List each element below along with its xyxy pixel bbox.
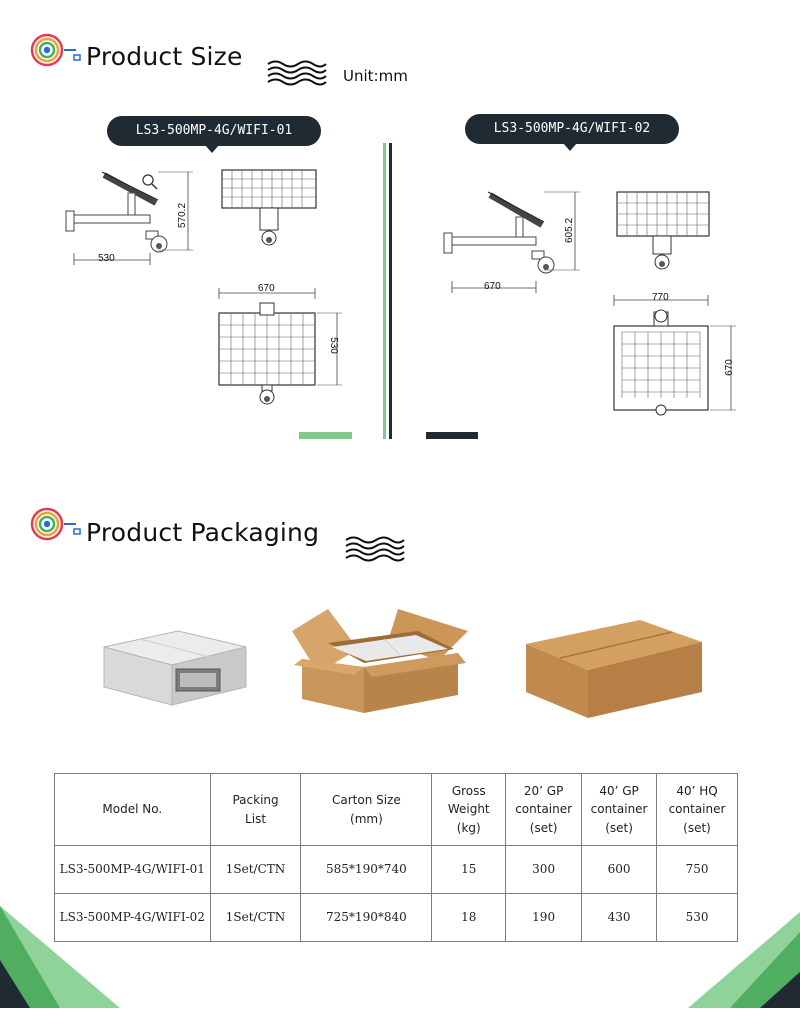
accent-bar-green — [299, 432, 352, 439]
model-label-01-pointer — [205, 145, 219, 153]
model-01-front-view-drawing — [212, 285, 352, 420]
cell-20gp: 190 — [505, 893, 583, 942]
model-01-top-view-drawing — [220, 168, 320, 263]
model-01-side-height: 570.2 — [177, 202, 189, 229]
cell-packing: 1Set/CTN — [209, 893, 302, 942]
cell-model: LS3-500MP-4G/WIFI-02 — [54, 893, 211, 942]
cell-packing: 1Set/CTN — [209, 845, 302, 894]
packaging-spec-table: Model No. Packing List Carton Size (mm) … — [54, 773, 738, 942]
corner-decoration-right — [680, 912, 800, 1013]
model-02-front-view-drawing — [608, 292, 748, 427]
header-20gp: 20’ GP container (set) — [505, 773, 583, 846]
wave-decoration-icon — [344, 536, 406, 567]
model-01-side-view-drawing — [58, 165, 208, 280]
wave-decoration-icon — [266, 60, 328, 91]
unit-label: Unit:mm — [343, 67, 408, 85]
model-02-side-length: 670 — [484, 281, 501, 292]
foam-packaging-image — [100, 625, 250, 715]
model-02-front-height: 670 — [723, 359, 735, 376]
model-01-front-height: 530 — [327, 337, 339, 354]
cell-40gp: 430 — [581, 893, 658, 942]
cell-model: LS3-500MP-4G/WIFI-01 — [54, 845, 211, 894]
cell-carton: 585*190*740 — [300, 845, 433, 894]
header-40gp: 40’ GP container (set) — [581, 773, 658, 846]
header-gross-weight: Gross Weight (kg) — [431, 773, 507, 846]
corner-decoration-left — [0, 900, 140, 1013]
cell-20gp: 300 — [505, 845, 583, 894]
center-divider-green — [383, 143, 386, 439]
cell-carton: 725*190*840 — [300, 893, 433, 942]
cell-40hq: 530 — [656, 893, 738, 942]
model-02-side-height: 605.2 — [564, 217, 576, 244]
section-title-size: Product Size — [86, 42, 243, 71]
header-model-no: Model No. — [54, 773, 211, 846]
header-packing-list: Packing List — [209, 773, 302, 846]
table-header-row: Model No. Packing List Carton Size (mm) … — [54, 773, 738, 846]
cell-40gp: 600 — [581, 845, 658, 894]
model-label-01: LS3-500MP-4G/WIFI-01 — [107, 116, 321, 146]
model-02-front-width: 770 — [652, 292, 669, 303]
accent-bar-dark — [426, 432, 478, 439]
logo-icon — [28, 507, 84, 545]
closed-carton-image — [522, 612, 707, 727]
model-02-side-view-drawing — [438, 185, 588, 300]
model-02-top-view-drawing — [615, 190, 715, 285]
cell-weight: 15 — [431, 845, 507, 894]
logo-icon — [28, 33, 84, 71]
table-row: LS3-500MP-4G/WIFI-01 1Set/CTN 585*190*74… — [54, 845, 738, 894]
model-label-02: LS3-500MP-4G/WIFI-02 — [465, 114, 679, 144]
header-carton-size: Carton Size (mm) — [300, 773, 433, 846]
open-carton-image — [288, 603, 473, 723]
model-01-side-length: 530 — [98, 253, 115, 264]
center-divider-dark — [389, 143, 392, 439]
cell-weight: 18 — [431, 893, 507, 942]
model-label-02-pointer — [563, 143, 577, 151]
header-40hq: 40’ HQ container (set) — [656, 773, 738, 846]
table-row: LS3-500MP-4G/WIFI-02 1Set/CTN 725*190*84… — [54, 893, 738, 942]
cell-40hq: 750 — [656, 845, 738, 894]
section-title-packaging: Product Packaging — [86, 518, 320, 547]
model-01-front-width: 670 — [258, 283, 275, 294]
